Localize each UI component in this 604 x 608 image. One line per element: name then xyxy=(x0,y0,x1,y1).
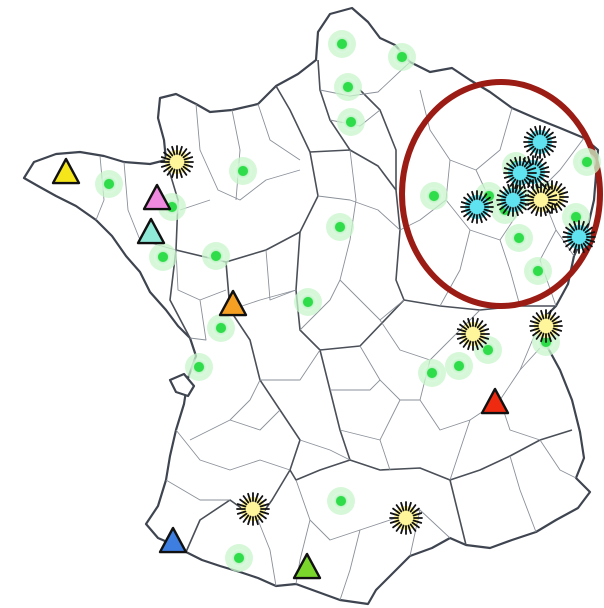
green-dot-marker xyxy=(573,148,601,176)
lime-triangle xyxy=(292,552,322,580)
green-dot-marker xyxy=(149,243,177,271)
yellow-burst-marker xyxy=(456,317,490,351)
green-dot-marker xyxy=(328,30,356,58)
green-dot-marker xyxy=(388,43,416,71)
orange-triangle xyxy=(218,289,248,317)
green-dot-marker xyxy=(505,224,533,252)
island xyxy=(168,372,196,398)
marker-layer xyxy=(51,30,601,580)
blue-triangle xyxy=(158,526,188,554)
yellow-burst-marker xyxy=(529,309,563,343)
green-dot-marker xyxy=(327,487,355,515)
green-dot-marker xyxy=(420,182,448,210)
green-dot-marker xyxy=(207,314,235,342)
green-dot-marker xyxy=(334,73,362,101)
green-dot-marker xyxy=(185,353,213,381)
cyan-burst-marker xyxy=(562,220,596,254)
cyan-burst-marker xyxy=(523,125,557,159)
green-dot-marker xyxy=(225,544,253,572)
cyan-burst-marker xyxy=(503,156,537,190)
green-dot-marker xyxy=(474,336,502,364)
green-dot-marker xyxy=(418,359,446,387)
green-dot-marker xyxy=(202,242,230,270)
green-dot-marker xyxy=(524,257,552,285)
pink-triangle xyxy=(142,183,172,211)
green-dot-marker xyxy=(445,352,473,380)
yellow-burst-marker xyxy=(524,183,558,217)
yellow-triangle xyxy=(51,157,81,185)
red-triangle xyxy=(480,387,510,415)
highlight-circle xyxy=(399,79,603,309)
yellow-burst-marker xyxy=(160,145,194,179)
cyan-burst-marker xyxy=(496,183,530,217)
green-dot-marker xyxy=(326,213,354,241)
green-dot-marker xyxy=(294,288,322,316)
green-dot-marker xyxy=(229,157,257,185)
yellow-burst-marker xyxy=(389,501,423,535)
teal-triangle xyxy=(136,217,166,245)
yellow-burst-marker xyxy=(236,492,270,526)
cyan-burst-marker xyxy=(460,190,494,224)
green-dot-marker xyxy=(337,108,365,136)
green-dot-marker xyxy=(95,170,123,198)
